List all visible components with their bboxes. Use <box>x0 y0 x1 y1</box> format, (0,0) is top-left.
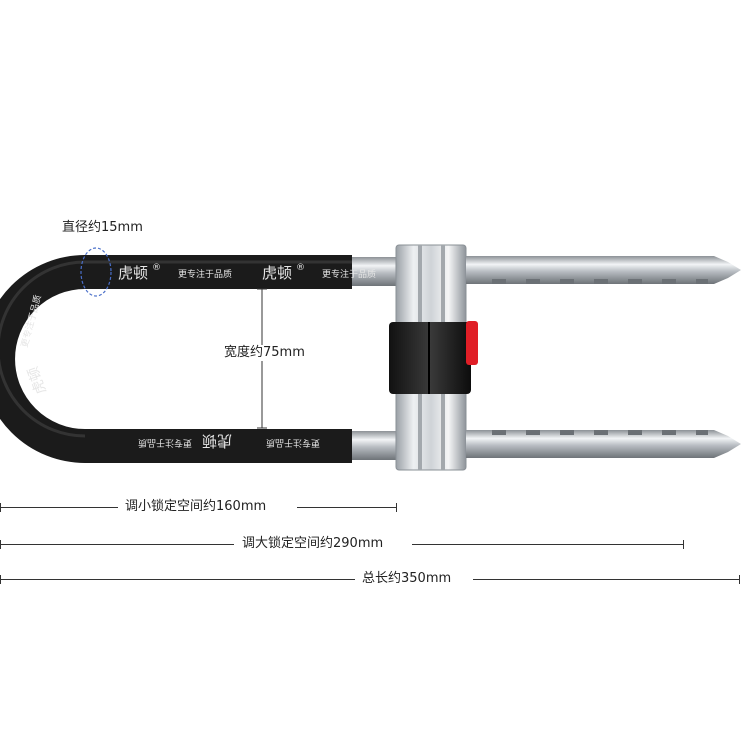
diameter-label: 直径约15mm <box>62 220 143 235</box>
brand-print-2: 虎顿 <box>262 264 292 282</box>
max-lock-space-label: 调大锁定空间约290mm <box>242 536 384 551</box>
brand-print-3: 虎顿 <box>202 432 232 450</box>
registered-mark-1: ® <box>152 263 161 273</box>
red-indicator <box>466 321 478 365</box>
shackle <box>0 255 352 463</box>
slogan-print-1: 更专注于品质 <box>178 268 232 280</box>
shackle-highlight <box>0 260 352 438</box>
registered-mark-2: ® <box>296 263 305 273</box>
slogan-print-2: 更专注于品质 <box>322 268 376 280</box>
steel-bar-top-tip <box>714 256 741 284</box>
shackle-end-top <box>352 257 402 286</box>
steel-bar-bottom-tip <box>714 430 741 458</box>
min-lock-space-label: 调小锁定空间约160mm <box>125 499 267 514</box>
width-label: 宽度约75mm <box>222 345 307 361</box>
total-length-label: 总长约350mm <box>362 571 452 586</box>
brand-print-1: 虎顿 <box>118 264 148 282</box>
diameter-marker <box>80 247 112 297</box>
shackle-end-bottom <box>352 431 402 460</box>
slogan-print-3: 更专注于品质 <box>138 437 192 449</box>
notches-top <box>492 279 708 284</box>
brand-print-4: 虎顿 <box>25 364 50 396</box>
lock-clamp-line <box>428 322 430 394</box>
slogan-print-4: 更专注于品质 <box>266 437 320 449</box>
notches-bottom <box>492 430 708 435</box>
